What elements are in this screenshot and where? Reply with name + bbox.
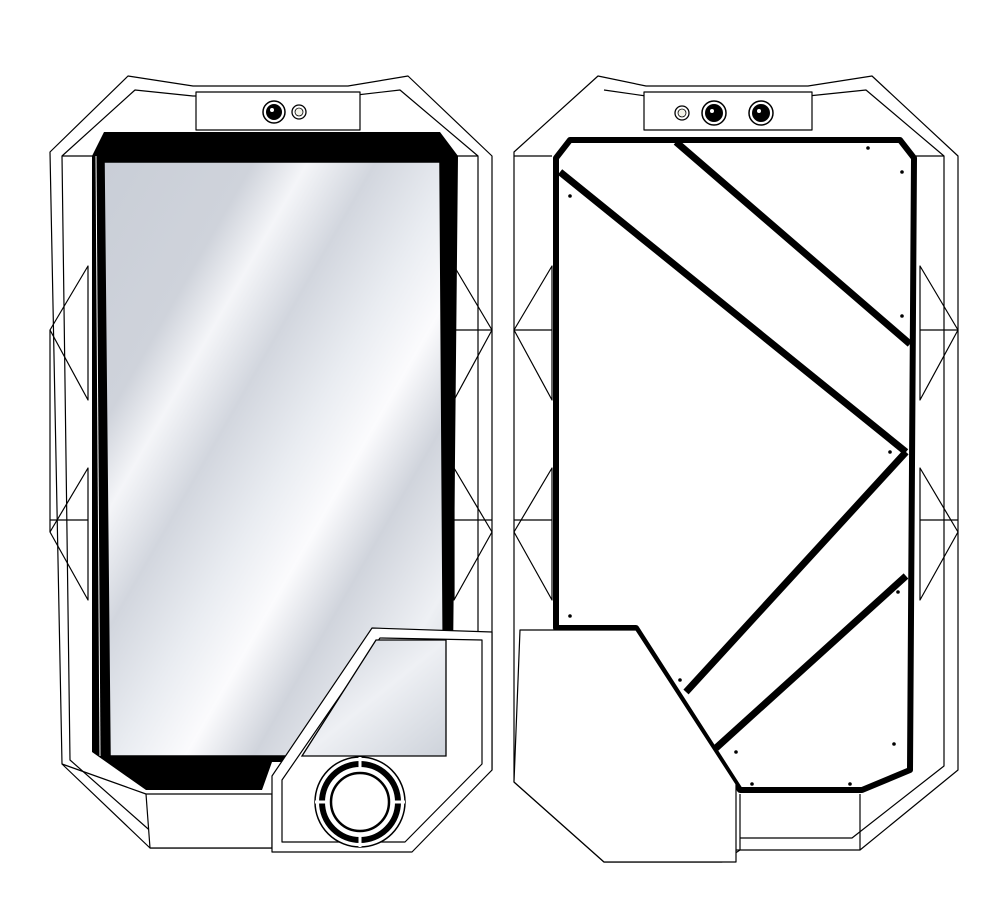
flash-icon: [291, 104, 307, 120]
phone-front-view: [49, 75, 493, 853]
back-top-housing: [643, 91, 813, 131]
back-screws: [568, 146, 904, 786]
home-button-icon[interactable]: [314, 756, 406, 848]
phone-back-view: [513, 75, 959, 863]
rear-camera-icon: [748, 100, 774, 126]
front-camera-icon: [262, 100, 286, 124]
back-plate: [553, 137, 917, 793]
back-bottom-bumper: [513, 629, 737, 863]
rear-flash-icon: [674, 105, 690, 121]
rear-camera-icon: [701, 100, 727, 126]
